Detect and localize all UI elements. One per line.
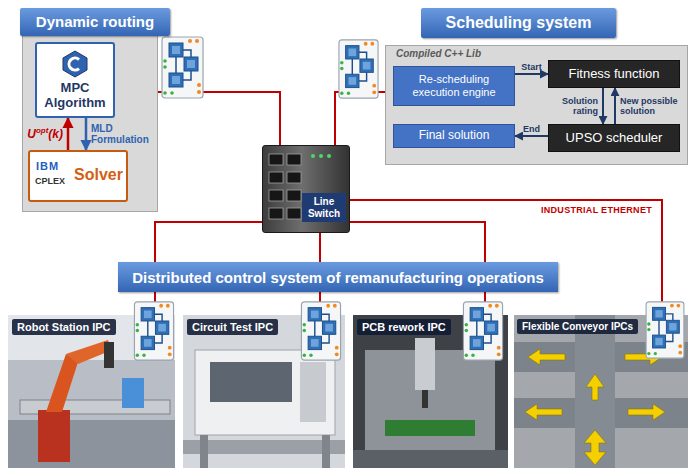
symbol-text: (k) xyxy=(48,127,63,141)
process-box: Re-scheduling execution engine xyxy=(393,66,515,106)
logo-text: CPLEX xyxy=(35,176,65,186)
flow-arrow-icon xyxy=(525,404,562,420)
ethernet-port xyxy=(287,172,301,183)
photo-tag: Circuit Test IPC xyxy=(187,319,278,335)
box-label: UPSO scheduler xyxy=(566,131,663,146)
station-photo-panel: PCB rework IPC xyxy=(353,315,508,468)
box-label: Final solution xyxy=(419,129,490,143)
ipc-icon xyxy=(134,302,173,360)
network-label: INDUSTRIAL ETHERNET xyxy=(541,205,652,215)
box-label: MPC Algorithm xyxy=(40,81,110,111)
flow-arrow-icon xyxy=(628,404,665,420)
section-band: Distributed control system of remanufact… xyxy=(118,262,558,292)
process-box: UPSO scheduler xyxy=(548,124,680,152)
network-switch: Line Switch xyxy=(262,145,350,233)
switch-label: Line Switch xyxy=(302,193,346,222)
ethernet-link xyxy=(158,92,280,145)
rework-head xyxy=(415,338,435,390)
box-label: Solver xyxy=(74,166,123,184)
process-box: Final solution xyxy=(393,124,515,148)
panel-ground xyxy=(385,45,688,165)
band-label: Distributed control system of remanufact… xyxy=(132,269,544,286)
logo-text: IBM xyxy=(36,160,59,172)
superscript: opt xyxy=(36,126,48,135)
edge-label: End xyxy=(523,124,540,134)
logo-mark xyxy=(69,58,79,70)
ethernet-port xyxy=(269,208,283,219)
machine-panel xyxy=(300,362,326,422)
photo-tag: Flexible Conveyor IPCs xyxy=(517,319,638,334)
ipc-icon xyxy=(646,302,684,358)
ethernet-link xyxy=(350,200,662,315)
panel-ground xyxy=(22,10,158,212)
station-photo-panel: Robot Station IPC xyxy=(8,315,175,468)
flow-arrow xyxy=(602,88,604,124)
machine-body xyxy=(195,350,335,435)
panel-title: Dynamic routing xyxy=(20,8,170,36)
ipc-icon xyxy=(463,302,502,360)
cpp-logo xyxy=(61,50,89,78)
library-label: Compiled C++ Lib xyxy=(396,48,481,59)
panel-title: Scheduling system xyxy=(421,8,616,38)
flow-arrow xyxy=(614,88,616,124)
edge-label: New possible solution xyxy=(620,96,684,117)
box-label: Fitness function xyxy=(568,67,659,82)
status-led xyxy=(319,154,323,158)
circuit-board xyxy=(385,420,475,436)
rework-nozzle xyxy=(422,390,428,408)
status-led xyxy=(327,154,331,158)
robot-arm xyxy=(46,354,78,412)
ipc-icon xyxy=(162,37,203,98)
symbol-text: U xyxy=(27,127,36,141)
robot-gripper xyxy=(104,342,114,368)
photo-tag: PCB rework IPC xyxy=(357,319,451,335)
box-label: Re-scheduling execution engine xyxy=(400,73,508,98)
solver-box: IBM CPLEX Solver xyxy=(28,150,128,202)
ethernet-port xyxy=(269,172,283,183)
flow-arrow-icon xyxy=(528,349,565,365)
flow-arrow xyxy=(515,73,548,75)
machine-base xyxy=(353,450,508,468)
flow-arrow-icon xyxy=(586,374,604,400)
status-led xyxy=(311,154,315,158)
flow-arrow xyxy=(515,135,548,137)
edge-label: MLD Formulation xyxy=(91,123,157,146)
workpiece xyxy=(122,378,144,408)
station-photo-panel: Flexible Conveyor IPCs xyxy=(514,315,688,468)
machine-leg xyxy=(200,435,208,468)
ethernet-port xyxy=(287,154,301,165)
conveyor-belt xyxy=(575,315,615,468)
ethernet-port xyxy=(287,208,301,219)
edge-label: Uopt(k) xyxy=(27,126,63,142)
process-box: Fitness function xyxy=(548,60,680,88)
ethernet-port xyxy=(269,154,283,165)
dynamic-routing-panel: Dynamic routingMPC AlgorithmIBMCPLEXSolv… xyxy=(22,10,158,212)
flow-arrow xyxy=(67,118,70,150)
photo-tag: Robot Station IPC xyxy=(12,319,116,335)
ethernet-port xyxy=(269,190,283,201)
ipc-icon xyxy=(339,40,378,98)
station-photo-panel: Circuit Test IPC xyxy=(183,315,345,468)
flow-arrow-icon xyxy=(584,430,606,465)
logo-hexagon xyxy=(63,51,87,77)
machine-window xyxy=(210,362,292,402)
ipc-icon xyxy=(301,302,340,360)
ethernet-link xyxy=(335,92,385,145)
flow-arrow xyxy=(85,118,88,150)
edge-label: Start xyxy=(521,62,542,72)
ethernet-port xyxy=(287,190,301,201)
edge-label: Solution rating xyxy=(550,96,598,117)
photo-floor xyxy=(8,420,175,468)
algorithm-box: MPC Algorithm xyxy=(35,42,115,118)
robot-base xyxy=(38,410,70,462)
machine-leg xyxy=(322,435,330,468)
